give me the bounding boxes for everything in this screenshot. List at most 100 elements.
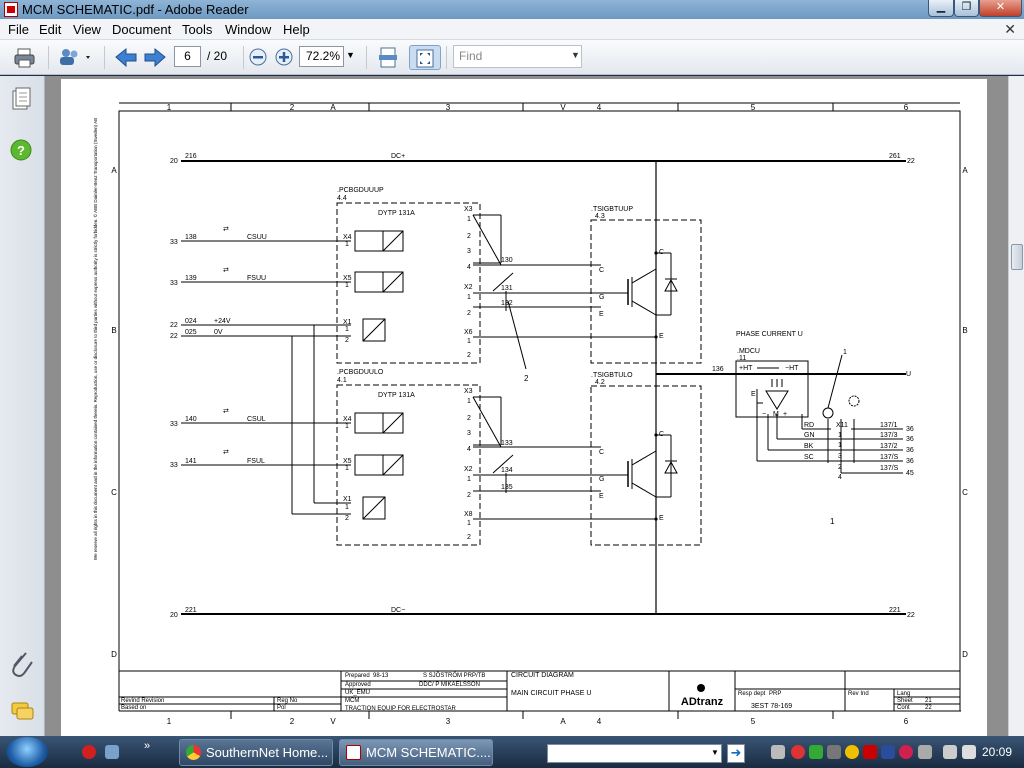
close-document-icon[interactable]: ✕ [1004, 21, 1016, 37]
svg-text:3: 3 [467, 430, 471, 437]
security-icon[interactable] [791, 745, 805, 759]
page-number-input[interactable]: 6 [174, 46, 201, 67]
svg-text:1: 1 [843, 349, 847, 356]
svg-text:+: + [783, 411, 787, 418]
svg-text:X1: X1 [343, 496, 352, 503]
address-dropdown-arrow-icon[interactable]: ▼ [711, 748, 719, 757]
col-number: 6 [904, 103, 909, 112]
col-number: 5 [751, 717, 756, 726]
col-number: 4 [597, 717, 602, 726]
fit-width-button[interactable] [374, 45, 402, 70]
wifi-icon[interactable] [809, 745, 823, 759]
show-desktop-icon[interactable] [105, 745, 119, 759]
svg-text:BK: BK [804, 443, 814, 450]
chevron-more-icon[interactable]: » [144, 740, 151, 752]
row-letter: C [962, 488, 968, 497]
gate-driver-lower: .PCBGDUULO 4.1 DYTP 131A 33 140 CSUL ⇄ X… [170, 325, 656, 546]
clock[interactable]: 20:09 [982, 745, 1013, 759]
update-icon[interactable] [845, 745, 859, 759]
svg-text:X4: X4 [343, 416, 352, 423]
menu-help[interactable]: Help [283, 22, 310, 37]
menu-document[interactable]: Document [112, 22, 172, 37]
svg-text:G: G [599, 476, 604, 483]
svg-text:2: 2 [467, 534, 471, 541]
svg-text:MAIN CIRCUIT PHASE U: MAIN CIRCUIT PHASE U [511, 690, 591, 697]
next-page-button[interactable] [141, 45, 169, 70]
svg-text:TRACTION EQUIP FOR ELECTROSTAR: TRACTION EQUIP FOR ELECTROSTAR [345, 706, 456, 712]
menu-edit[interactable]: Edit [39, 22, 62, 37]
vertical-scrollbar[interactable] [1008, 76, 1024, 736]
help-tray-icon[interactable] [881, 745, 895, 759]
menu-file[interactable]: File [8, 22, 29, 37]
scrollbar-thumb[interactable] [1011, 244, 1023, 270]
document-view[interactable]: 1 2 3 4 5 6 A V 1 2 3 4 5 6 V A A [45, 76, 1008, 736]
svg-text:137/S: 137/S [880, 465, 899, 472]
task-button-adobe-reader[interactable]: MCM SCHEMATIC.... [339, 739, 493, 766]
svg-text:X3: X3 [464, 206, 473, 213]
attachments-icon[interactable] [12, 652, 33, 677]
print-button[interactable] [11, 45, 39, 70]
help-icon[interactable]: ? [10, 139, 32, 161]
people-icon [60, 49, 90, 65]
svg-text:36: 36 [906, 458, 914, 465]
aim-icon[interactable] [82, 745, 96, 759]
svg-text:2: 2 [838, 464, 842, 471]
col-number: 2 [290, 103, 295, 112]
menu-view[interactable]: View [73, 22, 101, 37]
svg-text:1: 1 [467, 216, 471, 223]
app-tray-icon[interactable] [918, 745, 932, 759]
minimize-button[interactable]: ▁ [928, 0, 954, 17]
svg-text:X6: X6 [464, 329, 473, 336]
go-button[interactable]: ➜ [727, 744, 745, 763]
antivirus-icon[interactable] [863, 745, 877, 759]
svg-text:4.3: 4.3 [595, 213, 605, 220]
col-marker: A [330, 103, 336, 112]
expand-arrows-icon [416, 49, 434, 68]
menu-tools[interactable]: Tools [182, 22, 213, 37]
maximize-button[interactable]: ❐ [954, 0, 979, 17]
svg-text:135: 135 [501, 484, 513, 491]
volume-icon[interactable] [962, 745, 976, 759]
svg-text:X2: X2 [464, 466, 473, 473]
svg-text:1: 1 [467, 476, 471, 483]
zoom-in-button[interactable] [272, 45, 296, 70]
svg-text:2: 2 [345, 515, 349, 522]
svg-text:134: 134 [501, 467, 513, 474]
pages-panel-icon[interactable] [12, 87, 31, 110]
svg-text:024: 024 [185, 318, 197, 325]
menu-window[interactable]: Window [225, 22, 272, 37]
svg-text:2: 2 [345, 337, 349, 344]
task-button-browser[interactable]: SouthernNet Home... [179, 739, 333, 766]
svg-text:Reg No: Reg No [277, 698, 298, 704]
zoom-out-button[interactable] [246, 45, 270, 70]
start-button[interactable] [6, 737, 48, 767]
media-icon[interactable] [899, 745, 913, 759]
find-dropdown-arrow-icon[interactable]: ▼ [571, 50, 580, 60]
printer-tray-icon[interactable] [827, 745, 841, 759]
network-status-icon[interactable] [943, 745, 957, 759]
svg-text:2: 2 [467, 233, 471, 240]
chrome-icon [186, 745, 201, 760]
svg-text:PHASE CURRENT U: PHASE CURRENT U [736, 331, 803, 338]
network-icon[interactable] [771, 745, 785, 759]
svg-text:137/1: 137/1 [880, 422, 898, 429]
close-button[interactable]: ✕ [979, 0, 1022, 17]
comments-icon[interactable] [11, 702, 34, 720]
svg-text:SC: SC [804, 454, 814, 461]
address-toolbar-input[interactable] [547, 744, 722, 763]
collaboration-button[interactable] [56, 45, 94, 70]
svg-text:⇄: ⇄ [223, 408, 229, 415]
fit-window-button[interactable] [409, 45, 441, 70]
previous-page-button[interactable] [112, 45, 140, 70]
svg-text:33: 33 [170, 280, 178, 287]
svg-text:1: 1 [838, 442, 842, 449]
zoom-level-input[interactable]: 72.2% [299, 46, 344, 67]
svg-text:DC+: DC+ [391, 153, 405, 160]
zoom-dropdown-arrow-icon[interactable]: ▼ [346, 50, 355, 60]
svg-text:3: 3 [467, 248, 471, 255]
svg-text:4.4: 4.4 [337, 195, 347, 202]
svg-text:X3: X3 [464, 388, 473, 395]
svg-text:1: 1 [467, 520, 471, 527]
find-input[interactable]: Find [453, 45, 582, 68]
col-number: 4 [597, 103, 602, 112]
